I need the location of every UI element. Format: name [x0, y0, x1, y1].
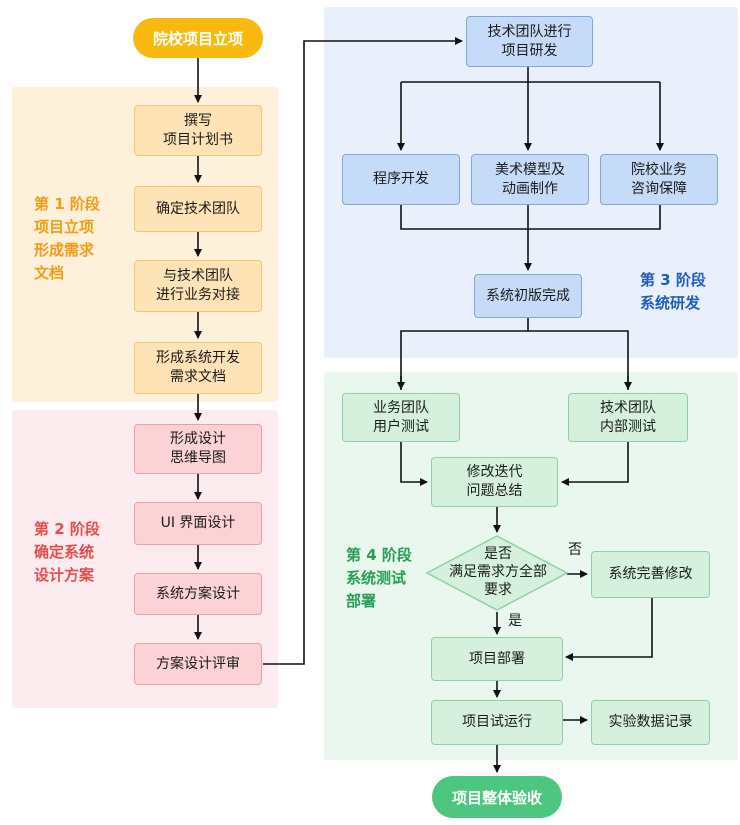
no-label: 否 [568, 542, 582, 558]
step-internal-test: 技术团队 内部测试 [568, 393, 688, 442]
step-iteration-summary: 修改迭代 问题总结 [431, 457, 558, 507]
step-team-rnd: 技术团队进行 项目研发 [466, 16, 593, 67]
merge-bar [400, 205, 661, 230]
step-trial-run: 项目试运行 [431, 700, 563, 745]
step-scheme-review: 方案设计评审 [134, 643, 262, 685]
step-user-test: 业务团队 用户测试 [342, 393, 460, 442]
end-node: 项目整体验收 [432, 776, 562, 818]
step-school-consult: 院校业务 咨询保障 [600, 154, 718, 205]
step-mind-map: 形成设计 思维导图 [134, 424, 262, 474]
step-data-record: 实验数据记录 [591, 700, 710, 745]
arrow-user-test-to-summary [400, 442, 428, 486]
step-confirm-team: 确定技术团队 [134, 186, 262, 232]
step-system-fix: 系统完善修改 [591, 551, 710, 598]
step-business-dock: 与技术团队 进行业务对接 [134, 260, 262, 312]
arrow-review-to-rnd [263, 37, 463, 665]
arrow-fix-to-deploy [565, 598, 653, 661]
step-art-animation: 美术模型及 动画制作 [471, 154, 589, 205]
stage-3-label: 第 3 阶段 系统研发 [640, 271, 706, 312]
step-requirement-doc: 形成系统开发 需求文档 [134, 342, 262, 394]
start-node: 院校项目立项 [133, 18, 263, 58]
decision-question: 是否 满足需求方全部 要求 [449, 546, 547, 598]
decision-diamond [425, 535, 569, 611]
stage-4-label: 第 4 阶段 系统测试 部署 [346, 546, 412, 610]
step-system-scheme: 系统方案设计 [134, 573, 262, 615]
step-write-plan: 撰写 项目计划书 [134, 105, 262, 156]
split-tests [400, 330, 629, 390]
step-program-dev: 程序开发 [342, 154, 460, 205]
yes-label: 是 [508, 613, 522, 629]
step-deploy: 项目部署 [431, 637, 563, 681]
arrow-internal-test-to-summary [561, 442, 629, 486]
step-initial-version: 系统初版完成 [474, 274, 582, 318]
step-ui-design: UI 界面设计 [134, 502, 262, 545]
stage-1-label: 第 1 阶段 项目立项 形成需求 文档 [34, 195, 100, 282]
stage-2-label: 第 2 阶段 确定系统 设计方案 [34, 520, 100, 584]
